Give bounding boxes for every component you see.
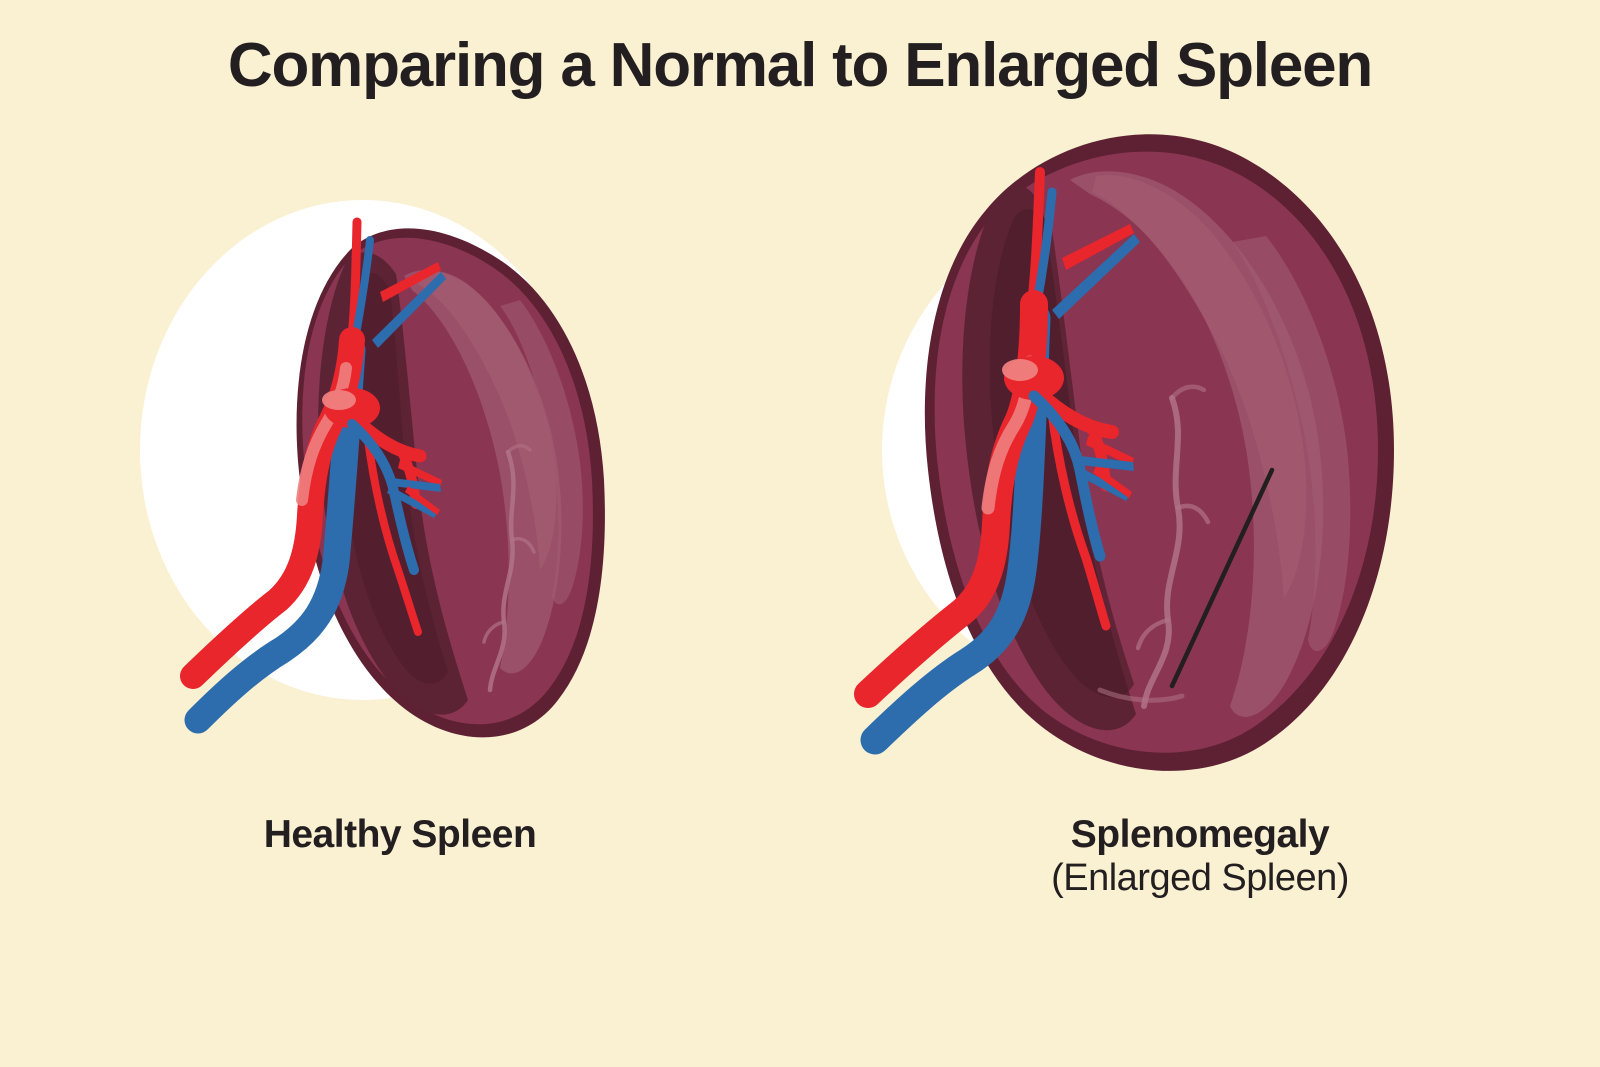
spleen-vein-striation-1 (487, 449, 516, 693)
caption-splenomegaly-sub: (Enlarged Spleen) (1051, 856, 1349, 899)
artery-highlight (296, 362, 352, 506)
splenic-vein (184, 336, 366, 734)
artery-branch-lateral (1031, 385, 1119, 439)
artery-spur-lower (398, 460, 442, 487)
artery-spur-lower-2 (1093, 466, 1132, 498)
spleen-highlight-soft (418, 270, 557, 570)
healthy-spleen-figure (140, 200, 605, 738)
artery-spur-lower (1086, 436, 1134, 466)
panel-healthy-spleen: Healthy Spleen (0, 200, 800, 857)
artery-spur-upper (1062, 224, 1134, 270)
caption-splenomegaly-main: Splenomegaly (1070, 813, 1330, 856)
artery-branch-descending (364, 436, 422, 636)
spleen-vein-striation-3 (1135, 617, 1171, 651)
caption-healthy-main: Healthy Spleen (263, 813, 537, 856)
artery-branch-lateral (349, 413, 427, 463)
spleen-edge-gloss (500, 300, 583, 605)
vein-spur-lower (392, 478, 441, 492)
splenic-vessels-healthy (180, 217, 446, 734)
splenic-vessels-enlarged (854, 167, 1140, 755)
vein-spur-lower (1080, 456, 1134, 471)
spleen-vein-striation-3 (482, 620, 506, 644)
spleen-vein-striation-4 (506, 444, 532, 454)
artery-branch-descending (1047, 407, 1111, 631)
vein-spur-lower-2 (1075, 466, 1130, 501)
spleen-highlight-soft (1092, 175, 1307, 598)
spleen-edge-gloss (1232, 236, 1351, 652)
artery-hilum-gloss (322, 390, 356, 410)
spleen-vein-striation-4 (1169, 384, 1207, 401)
spleen-vein-striation-2 (1175, 503, 1211, 525)
artery-spur-lower-2 (405, 486, 440, 515)
caption-splenomegaly: Splenomegaly (Enlarged Spleen) (800, 813, 1600, 901)
vein-spur-upper (372, 272, 446, 348)
panel-splenomegaly: Splenomegaly (Enlarged Spleen) (800, 0, 1600, 1067)
enlarged-spleen-figure (854, 134, 1394, 771)
spleen-vein-striation-2 (510, 537, 536, 554)
spleen-vein-striation-1 (1141, 395, 1183, 709)
leader-line (1169, 467, 1275, 689)
vein-spur-upper (1052, 234, 1140, 319)
caption-healthy: Healthy Spleen (0, 813, 800, 857)
splenic-vein (860, 303, 1051, 755)
page-title: Comparing a Normal to Enlarged Spleen (227, 31, 1373, 100)
artery-spur-upper (380, 262, 441, 302)
spleen-vein-striation-5 (1097, 687, 1185, 703)
artery-hilum-gloss (1002, 359, 1038, 381)
vein-spur-lower-2 (387, 486, 438, 518)
